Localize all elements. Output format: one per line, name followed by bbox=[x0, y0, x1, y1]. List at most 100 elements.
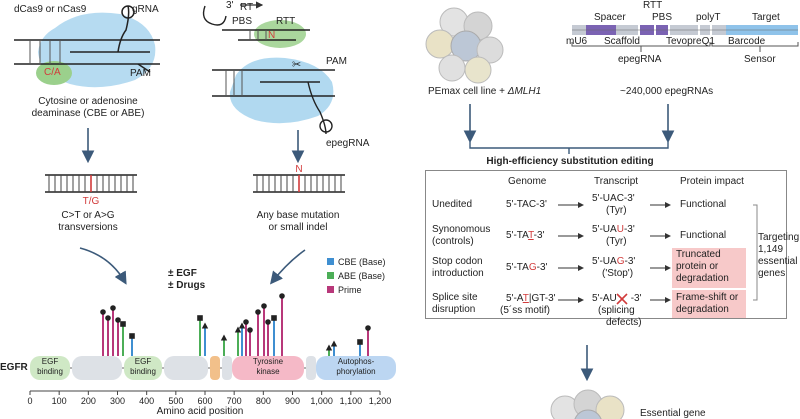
splice-deletion-mark bbox=[616, 293, 628, 305]
lollipop-head bbox=[197, 315, 203, 321]
lollipop-head bbox=[265, 319, 271, 325]
label-tg: T/G bbox=[82, 196, 100, 207]
lollipop-head bbox=[115, 317, 121, 323]
legend-swatch-cbe bbox=[327, 258, 334, 265]
row-synonymous-label-2: (controls) bbox=[432, 236, 474, 247]
domain-tyrosine-kinase bbox=[232, 356, 304, 380]
axis-tick-label: 800 bbox=[255, 396, 271, 406]
row-syn-t-pre: 5'-UA bbox=[592, 224, 617, 235]
lollipop-head bbox=[201, 322, 209, 329]
row-splice-genome: 5'-AT|GT-3' bbox=[506, 293, 556, 305]
cell-cluster bbox=[425, 7, 504, 84]
legend-cbe: CBE (Base) bbox=[338, 257, 386, 267]
label-polyt: polyT bbox=[696, 12, 721, 23]
row-splice-label-2: disruption bbox=[432, 304, 476, 315]
domain-label-auto-a: Autophos- bbox=[337, 357, 375, 366]
domain-linker-2 bbox=[164, 356, 208, 380]
editing-table bbox=[425, 170, 787, 319]
lollipop-head bbox=[129, 333, 135, 339]
base-editor-schematic bbox=[14, 5, 160, 285]
lollipop-head bbox=[234, 326, 242, 333]
domain-label-egf-2a: EGF bbox=[134, 357, 152, 366]
bracket-to-title bbox=[469, 142, 669, 149]
axis-tick-label: 200 bbox=[80, 396, 96, 406]
row-stop-genome: 5'-TAG-3' bbox=[506, 262, 547, 274]
rt-blob bbox=[254, 20, 306, 48]
lollipop-head bbox=[255, 309, 261, 315]
label-three-prime: 3' bbox=[226, 0, 234, 11]
label-barcode: Barcode bbox=[728, 36, 766, 47]
row-splice-motif: (5´ss motif) bbox=[500, 305, 550, 316]
row-synonymous-transcript: 5'-UAU-3' bbox=[592, 224, 635, 236]
lollipop-head bbox=[100, 309, 106, 315]
label-pam-prime: PAM bbox=[326, 56, 347, 67]
legend-swatch-abe bbox=[327, 272, 334, 279]
label-epegrna: epegRNA bbox=[326, 138, 370, 149]
label-mu6: mU6 bbox=[566, 36, 588, 47]
lollipop-head bbox=[220, 334, 228, 341]
axis-tick-label: 100 bbox=[51, 396, 67, 406]
cells-label: PEmax cell line + ΔMLH1 bbox=[428, 86, 541, 98]
row-syn-t-mut: U bbox=[616, 224, 624, 235]
label-base-result-2: transversions bbox=[58, 222, 118, 233]
domain-label-kinase-a: Tyrosine bbox=[252, 357, 284, 366]
targeting-2: 1,149 bbox=[758, 244, 784, 255]
row-splice-label-1: Splice site bbox=[432, 292, 478, 303]
row-stop-label-2: introduction bbox=[432, 268, 484, 279]
domain-linker-3 bbox=[222, 356, 232, 380]
label-grna: gRNA bbox=[132, 4, 159, 15]
label-drugs: ± Drugs bbox=[168, 280, 206, 291]
row-stop-impact-3: degradation bbox=[676, 273, 729, 284]
label-spacer: Spacer bbox=[594, 12, 626, 23]
row-stop-impact-1: Truncated bbox=[676, 249, 721, 260]
label-target: Target bbox=[752, 12, 780, 23]
row-synonymous-label-1: Synonomous bbox=[432, 224, 491, 235]
label-scaffold: Scaffold bbox=[604, 36, 640, 47]
legend-prime: Prime bbox=[338, 285, 362, 295]
row-unedited-aa: (Tyr) bbox=[606, 205, 627, 216]
label-base-result-1: C>T or A>G bbox=[61, 210, 115, 221]
header-genome: Genome bbox=[508, 176, 547, 187]
domain-egf-binding-1 bbox=[30, 356, 70, 380]
prime-cas9-blob bbox=[229, 57, 334, 124]
label-n-edit: N bbox=[295, 164, 303, 175]
row-splice-defect-2: defects) bbox=[606, 317, 642, 328]
axis-tick-label: 500 bbox=[168, 396, 184, 406]
row-stop-t-post: -3' bbox=[624, 256, 636, 267]
gene-label: EGFR bbox=[0, 362, 28, 373]
row-unedited-impact: Functional bbox=[680, 199, 727, 210]
domain-autophosphorylation bbox=[316, 356, 396, 380]
domain-linker-4 bbox=[306, 356, 316, 380]
row-splice-impact-2: degradation bbox=[676, 304, 729, 315]
domain-egf-binding-2 bbox=[124, 356, 162, 380]
axis-tick-label: 300 bbox=[109, 396, 126, 406]
targeting-1: Targeting bbox=[758, 232, 800, 243]
label-ca: C/A bbox=[44, 67, 61, 78]
row-splice-t-pre: 5'-AU bbox=[592, 293, 617, 304]
header-impact: Protein impact bbox=[680, 176, 744, 187]
label-deaminase-2: deaminase (CBE or ABE) bbox=[31, 108, 145, 119]
axis-tick-label: 600 bbox=[197, 396, 213, 406]
label-sensor: Sensor bbox=[744, 54, 776, 65]
legend-swatch-prime bbox=[327, 286, 334, 293]
row-splice-t-post: -3' bbox=[630, 293, 642, 304]
row-synonymous-aa: (Tyr) bbox=[606, 236, 627, 247]
lollipop-marks bbox=[100, 293, 371, 356]
lollipop-head bbox=[120, 321, 126, 327]
label-n: N bbox=[268, 30, 276, 41]
label-tevopreq1: TevopreQ1 bbox=[666, 36, 715, 47]
axis-ticks bbox=[29, 391, 381, 395]
header-transcript: Transcript bbox=[594, 176, 639, 187]
axis-label: Amino acid position bbox=[156, 406, 244, 417]
edited-dna-base bbox=[45, 174, 137, 193]
row-syn-g-mut: T bbox=[528, 230, 534, 241]
lollipop-head bbox=[105, 315, 111, 321]
label-rt: RT bbox=[240, 2, 254, 13]
label-pbs-construct: PBS bbox=[652, 12, 673, 23]
axis-tick-label: 0 bbox=[27, 396, 33, 406]
row-stop-transcript: 5'-UAG-3' bbox=[592, 256, 635, 268]
label-library: ~240,000 epegRNAs bbox=[620, 86, 714, 97]
lollipop-head bbox=[110, 305, 116, 311]
row-synonymous-genome: 5'-TAT-3' bbox=[506, 230, 544, 242]
